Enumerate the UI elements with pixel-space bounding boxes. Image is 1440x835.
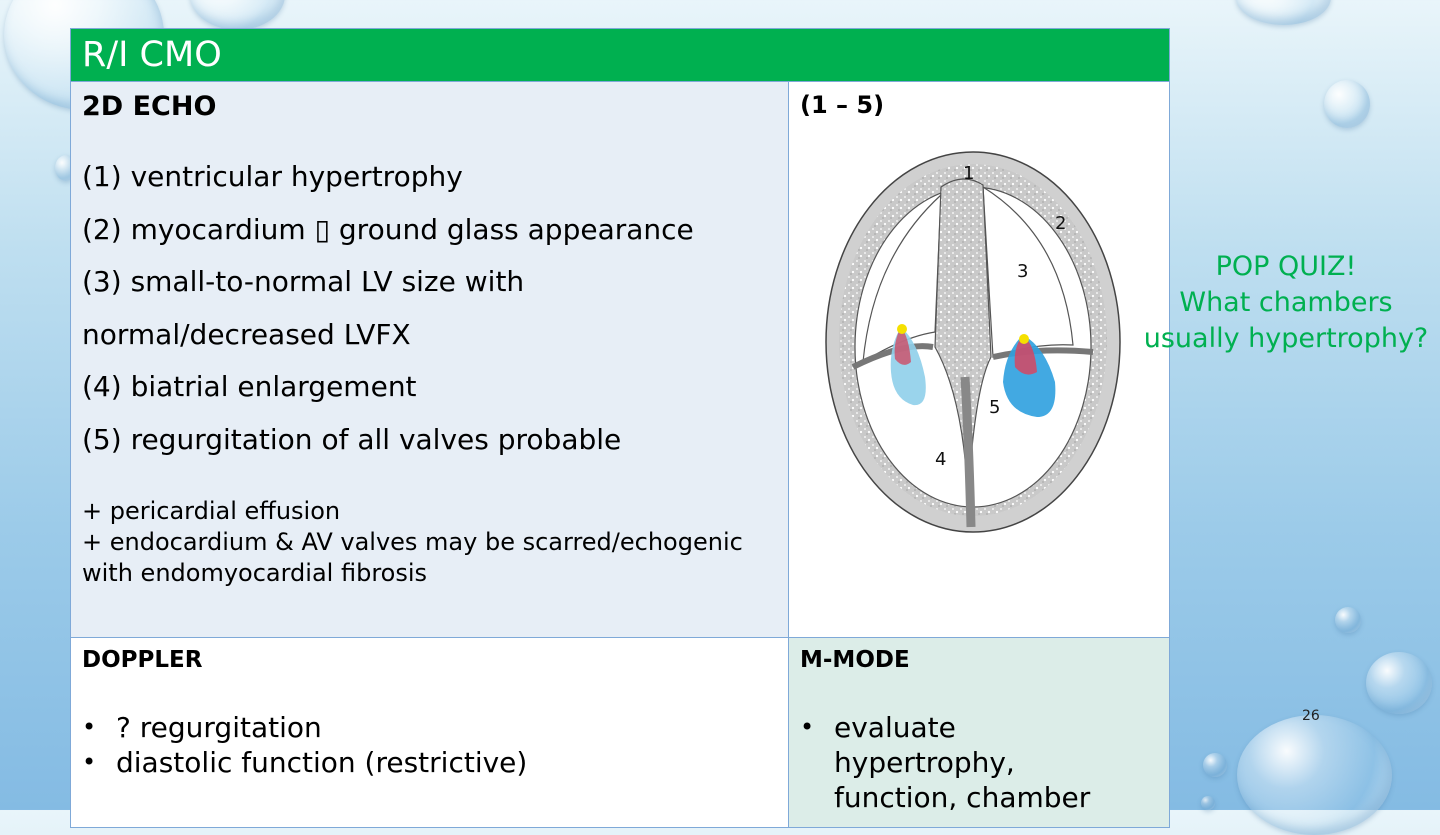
bubble-decoration bbox=[1236, 0, 1331, 25]
tricuspid-jet-core bbox=[1014, 335, 1037, 375]
interventricular-septum bbox=[934, 178, 992, 498]
pop-quiz-heading: POP QUIZ! bbox=[1215, 251, 1357, 282]
mmode-title: M-MODE bbox=[800, 647, 910, 673]
doppler-item: ? regurgitation bbox=[82, 710, 788, 745]
bubble-decoration bbox=[1324, 80, 1370, 128]
diagram-label-2: 2 bbox=[1055, 213, 1066, 234]
mmode-cell: M-MODE evaluate hypertrophy, function, c… bbox=[788, 637, 1170, 828]
echo-finding: (1) ventricular hypertrophy bbox=[82, 160, 463, 193]
doppler-title: DOPPLER bbox=[82, 647, 203, 673]
echo-notes: + pericardial effusion + endocardium & A… bbox=[82, 496, 788, 589]
mmode-item: evaluate hypertrophy, function, chamber bbox=[800, 710, 1169, 815]
interatrial-septum bbox=[960, 376, 976, 528]
echo-finding: (5) regurgitation of all valves probable bbox=[82, 422, 622, 456]
content-table: R/I CMO 2D ECHO (1) ventricular hypertro… bbox=[70, 28, 1170, 828]
doppler-list: ? regurgitation diastolic function (rest… bbox=[71, 710, 788, 780]
doppler-cell: DOPPLER ? regurgitation diastolic functi… bbox=[70, 637, 789, 828]
echo-title: 2D ECHO bbox=[82, 91, 217, 122]
left-ventricle-cavity bbox=[862, 193, 942, 364]
slide-header: R/I CMO bbox=[70, 28, 1170, 82]
diagram-cell: (1 – 5) bbox=[788, 81, 1170, 638]
bubble-decoration bbox=[1203, 753, 1227, 777]
heart-diagram: 1 2 3 5 4 bbox=[825, 151, 1121, 533]
diagram-title: (1 – 5) bbox=[800, 91, 885, 119]
doppler-item: diastolic function (restrictive) bbox=[82, 745, 788, 780]
diagram-label-1: 1 bbox=[963, 163, 974, 184]
pop-quiz: POP QUIZ! What chambers usually hypertro… bbox=[1124, 249, 1440, 357]
tricuspid-jet-origin bbox=[1019, 334, 1029, 344]
diagram-label-3: 3 bbox=[1017, 261, 1028, 282]
pop-quiz-question: What chambers bbox=[1179, 287, 1393, 318]
echo-finding: (4) biatrial enlargement bbox=[82, 370, 417, 403]
diagram-label-5: 5 bbox=[989, 397, 1000, 418]
echo-note: + endocardium & AV valves may be scarred… bbox=[82, 528, 743, 587]
diagram-label-4: 4 bbox=[935, 449, 946, 470]
bubble-decoration bbox=[1366, 652, 1432, 714]
pop-quiz-question-cont: usually hypertrophy? bbox=[1143, 323, 1429, 354]
mmode-list: evaluate hypertrophy, function, chamber bbox=[789, 710, 1169, 815]
bubble-decoration bbox=[1335, 607, 1361, 633]
echo-finding: (3) small-to-normal LV size with bbox=[82, 265, 525, 298]
echo-finding: (2) myocardium ▯ ground glass appearance bbox=[82, 212, 694, 246]
mitral-jet-core bbox=[894, 327, 911, 365]
bubble-decoration bbox=[190, 0, 285, 30]
bubble-decoration bbox=[1201, 796, 1215, 810]
echo-cell: 2D ECHO (1) ventricular hypertrophy (2) … bbox=[70, 81, 789, 638]
mitral-jet-origin bbox=[897, 324, 907, 334]
slide-title: R/I CMO bbox=[82, 35, 222, 75]
slide-number: 26 bbox=[1302, 708, 1320, 724]
echo-note: + pericardial effusion bbox=[82, 497, 341, 525]
echo-findings: (1) ventricular hypertrophy (2) myocardi… bbox=[82, 151, 788, 466]
echo-finding: normal/decreased LVFX bbox=[82, 317, 411, 351]
bubble-decoration bbox=[1237, 715, 1392, 835]
